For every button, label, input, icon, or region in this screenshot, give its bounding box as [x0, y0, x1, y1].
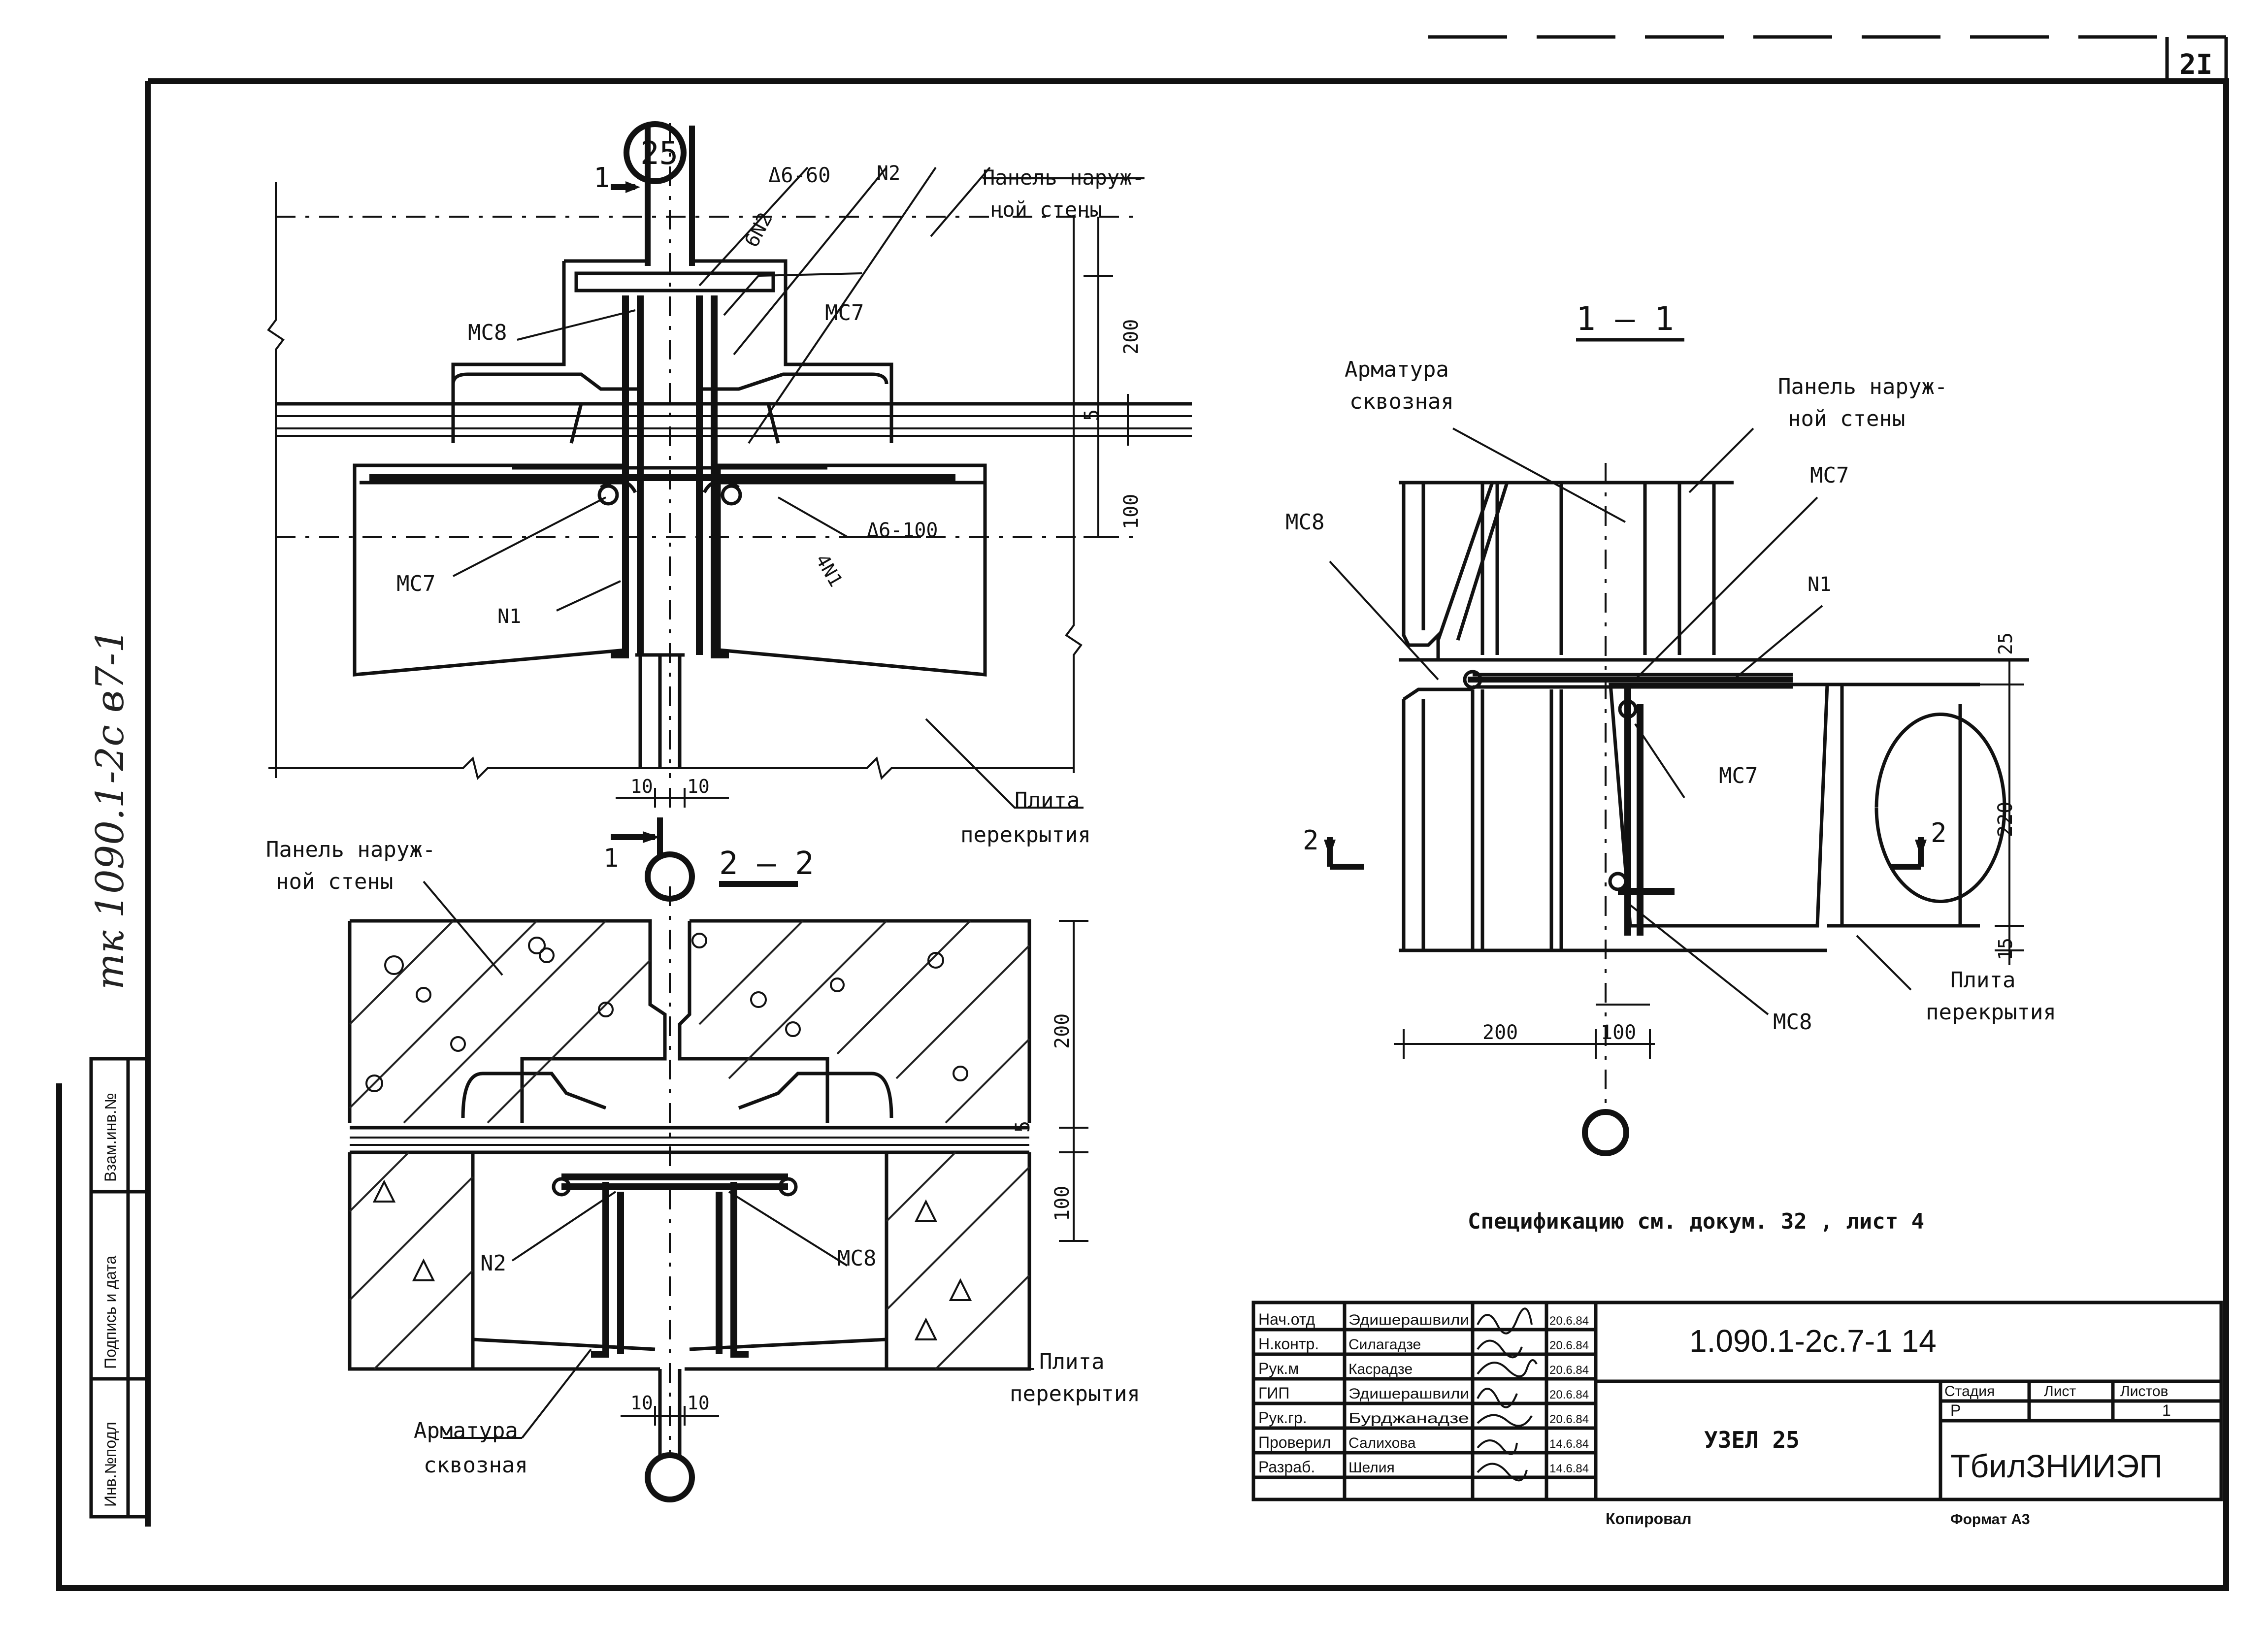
section-2-2-slab-label-2: перекрытия [1010, 1381, 1140, 1406]
section-2-2-dim-10-left: 10 [630, 1392, 653, 1414]
title-block-role-1: Н.контр. [1258, 1335, 1319, 1353]
section-1-1-label-mc8-top: МС8 [1285, 510, 1324, 535]
section-2-2-label-n2: N2 [480, 1251, 506, 1276]
title-block-role-5: Проверил [1258, 1433, 1331, 1451]
plan-view [267, 121, 1192, 857]
side-handwritten-stamp: тк 1090.1-2с в7-1 [88, 628, 132, 990]
section-1-1-view [1324, 338, 2029, 1156]
plan-slab-label-2: перекрытия [960, 822, 1091, 847]
plan-slab-label-1: Плита [1015, 788, 1080, 813]
title-block-sheet-header: Лист [2044, 1383, 2076, 1400]
plan-dim-200: 200 [1120, 319, 1143, 355]
title-block-organization: ТбилЗНИИЭП [1950, 1448, 2163, 1484]
title-block-sheets-header: Листов [2120, 1383, 2168, 1400]
title-block-date-6: 14.6.84 [1549, 1462, 1589, 1475]
section-1-1-dim-200: 200 [1482, 1021, 1518, 1044]
title-block-title: УЗЕЛ 25 [1704, 1427, 1800, 1453]
title-block-name-5: Салихова [1348, 1435, 1416, 1451]
title-block-role-4: Рук.гр. [1258, 1409, 1307, 1427]
section-2-2-title: 2 – 2 [719, 846, 814, 882]
specification-note: Спецификацию см. докум. 32 , лист 4 [1468, 1209, 1924, 1234]
plan-panel-label-1: Панель наруж- [983, 165, 1145, 190]
title-block-name-3: Эдишерашвили [1348, 1386, 1469, 1402]
section-1-1-label-mc7-top: МС7 [1810, 463, 1849, 488]
title-block-name-2: Касрадзе [1348, 1361, 1413, 1377]
plan-dim-10-left: 10 [630, 776, 653, 797]
title-block-role-3: ГИП [1258, 1384, 1289, 1402]
section-2-2-view [348, 851, 1088, 1502]
plan-callout-6n2: 6N2 [740, 209, 777, 251]
section-1-1-slab-label-2: перекрытия [1926, 1000, 2056, 1025]
title-block-role-0: Нач.отд [1258, 1310, 1315, 1328]
section-2-2-panel-label-1: Панель наруж- [266, 837, 435, 862]
side-stamp-cell-inv: Инв.№подл [101, 1422, 119, 1507]
title-block-stage-header: Стадия [1944, 1383, 1995, 1400]
section-1-1-label-mc7-mid: МС7 [1719, 763, 1758, 788]
title-block-name-0: Эдишерашвили [1348, 1312, 1469, 1328]
section-2-2-panel-label-2: ной стены [276, 869, 393, 894]
plan-dim-5: 5 [1081, 409, 1103, 421]
plan-dim-100: 100 [1120, 494, 1143, 529]
section-1-1-marker-left: 2 [1303, 825, 1319, 856]
title-block-date-2: 20.6.84 [1549, 1364, 1589, 1377]
plan-callout-n2: N2 [877, 162, 900, 185]
title-block-copied: Копировал [1606, 1510, 1692, 1528]
sheet-number: 2I [2179, 49, 2212, 81]
plan-label-mc7-left: МС7 [396, 571, 435, 596]
section-1-1-label-n1: N1 [1808, 573, 1831, 596]
title-block-role-2: Рук.м [1258, 1360, 1299, 1377]
plan-node-number: 25 [640, 135, 678, 172]
title-block-name-6: Шелия [1348, 1460, 1395, 1476]
plan-dim-10-right: 10 [687, 776, 710, 797]
plan-label-mc8: МС8 [468, 320, 507, 345]
section-1-1-rebar-label-2: сквозная [1349, 389, 1454, 414]
plan-callout-4n1-spec: Δ6-100 [867, 519, 938, 542]
plan-label-n1: N1 [497, 605, 521, 628]
title-block [1251, 1301, 2223, 1501]
title-block-role-6: Разраб. [1258, 1458, 1315, 1476]
plan-label-mc7-top: МС7 [825, 300, 864, 326]
title-block-date-5: 14.6.84 [1549, 1437, 1589, 1451]
section-2-2-dim-5: 5 [1012, 1121, 1034, 1133]
section-1-1-slab-label-1: Плита [1950, 968, 2015, 993]
concrete-hatch-lower [349, 1151, 1030, 1370]
title-block-date-1: 20.6.84 [1549, 1339, 1589, 1352]
title-block-date-3: 20.6.84 [1549, 1388, 1589, 1401]
section-2-2-label-mc8: МС8 [837, 1246, 876, 1271]
section-1-1-panel-label-1: Панель наруж- [1778, 374, 1947, 399]
section-2-2-dim-200: 200 [1051, 1013, 1074, 1049]
section-1-1-dim-100: 100 [1601, 1021, 1636, 1044]
plan-callout-6n2-spec: Δ6-60 [768, 163, 830, 187]
section-2-2-rebar-label-2: сквозная [424, 1453, 528, 1478]
plan-section-marker: 1 [593, 162, 610, 194]
section-1-1-label-mc8-bottom: МС8 [1773, 1009, 1812, 1035]
plan-panel-label-2: ной стены [990, 197, 1102, 222]
title-block-stage-value: Р [1950, 1401, 1961, 1419]
title-block-format: Формат А3 [1950, 1511, 2030, 1528]
title-block-date-0: 20.6.84 [1549, 1314, 1589, 1328]
side-stamp-table [89, 1057, 150, 1519]
side-stamp-cell-sign: Подпись и дата [101, 1256, 119, 1369]
title-block-designation: 1.090.1-2с.7-1 14 [1689, 1323, 1937, 1359]
title-block-sheets-value: 1 [2162, 1401, 2171, 1419]
concrete-hatch-upper [349, 920, 1030, 1124]
title-block-name-4: Бурджанадзе [1348, 1410, 1469, 1427]
section-2-2-slab-label-1: Плита [1039, 1349, 1104, 1374]
section-2-2-marker: 1 [603, 844, 619, 873]
plan-callout-4n1: 4N1 [811, 551, 847, 590]
title-block-name-1: Силагадзе [1348, 1336, 1421, 1353]
section-1-1-panel-label-2: ной стены [1788, 406, 1905, 431]
section-1-1-dim-15: 15 [1995, 938, 2016, 960]
section-1-1-title: 1 – 1 [1576, 300, 1674, 338]
section-1-1-rebar-label-1: Арматура [1345, 357, 1449, 382]
section-1-1-dim-220: 220 [1994, 802, 2017, 837]
section-2-2-dim-10-right: 10 [687, 1392, 710, 1414]
section-1-1-dim-25: 25 [1995, 632, 2016, 655]
section-1-1-marker-right: 2 [1931, 817, 1947, 848]
section-2-2-rebar-label-1: Арматура [414, 1418, 518, 1443]
title-block-date-4: 20.6.84 [1549, 1413, 1589, 1426]
section-2-2-dim-100: 100 [1051, 1186, 1074, 1221]
side-stamp-cell-replace: Взам.инв.№ [101, 1093, 119, 1182]
